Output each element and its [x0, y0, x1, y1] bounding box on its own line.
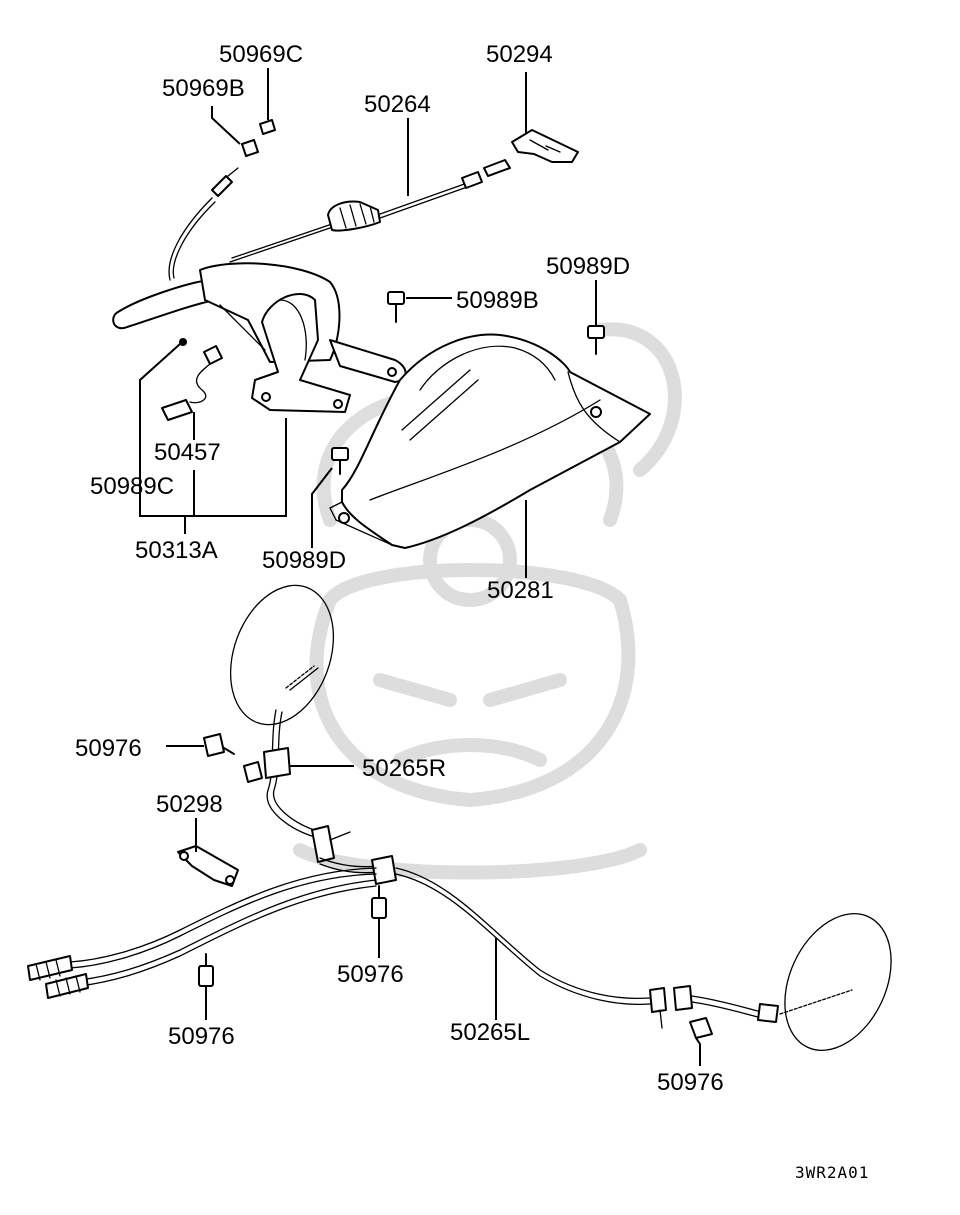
parking-brake-lever-assembly [112, 262, 407, 413]
label-50989D-mid: 50989D [262, 547, 346, 574]
samurai-watermark-logo [293, 322, 682, 880]
cable-clip-50294 [511, 129, 579, 163]
label-50976-left: 50976 [75, 735, 142, 762]
diagram-code: 3WR2A01 [795, 1163, 869, 1182]
equalizer-cables [27, 867, 377, 999]
label-50281: 50281 [487, 577, 554, 604]
label-50294: 50294 [486, 41, 553, 68]
bolt-50976-right [689, 1017, 713, 1045]
left-brake-drum-outline [784, 913, 892, 1051]
cable-bracket-50298 [177, 845, 239, 887]
bolt-50989D-top [587, 325, 605, 355]
bolt-50976-center [371, 885, 387, 919]
label-50976-right: 50976 [657, 1069, 724, 1096]
label-50298: 50298 [156, 791, 223, 818]
console-cover-50281 [329, 333, 651, 549]
label-50265R: 50265R [362, 755, 446, 782]
bolt-50976-left [203, 733, 235, 757]
label-50969C: 50969C [219, 41, 303, 68]
bolt-50989D-mid [331, 447, 349, 475]
label-50969B: 50969B [162, 75, 245, 102]
label-50457: 50457 [154, 439, 221, 466]
bolt-50976-bottom-left [198, 953, 214, 987]
label-50976-center: 50976 [337, 961, 404, 988]
clip-50969C [259, 119, 276, 135]
label-50264: 50264 [364, 91, 431, 118]
label-50989B: 50989B [456, 287, 539, 314]
rear-cable-right-50265R [243, 665, 381, 874]
label-50989C: 50989C [90, 473, 174, 500]
bolt-50989B [387, 291, 405, 323]
parking-brake-switch-50457 [161, 338, 223, 421]
leader-lines [139, 68, 701, 1066]
label-50265L: 50265L [450, 1019, 530, 1046]
label-50976-bottom-left: 50976 [168, 1023, 235, 1050]
right-brake-drum-outline [229, 584, 335, 726]
clip-50969B [241, 139, 259, 157]
front-brake-cable [168, 159, 511, 281]
label-50989D-top: 50989D [546, 253, 630, 280]
rear-cable-left-50265L [371, 855, 853, 1029]
label-50313A: 50313A [135, 537, 218, 564]
